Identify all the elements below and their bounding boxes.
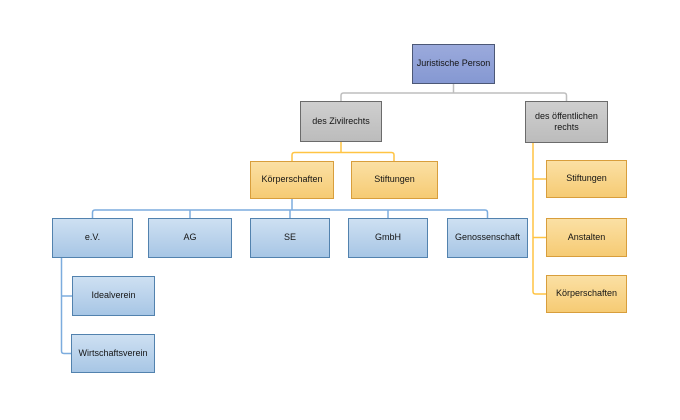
node-koerperschaften-zivil[interactable]: Körperschaften — [250, 161, 334, 199]
node-ev[interactable]: e.V. — [52, 218, 133, 258]
node-juristische-person[interactable]: Juristische Person — [412, 44, 495, 84]
node-genossenschaft[interactable]: Genossenschaft — [447, 218, 528, 258]
node-wirtschaftsverein[interactable]: Wirtschaftsverein — [71, 334, 155, 373]
node-se[interactable]: SE — [250, 218, 330, 258]
node-stiftungen-zivil[interactable]: Stiftungen — [351, 161, 438, 199]
connector-oeffentlich-spine — [532, 143, 546, 295]
node-gmbh[interactable]: GmbH — [348, 218, 428, 258]
connector-ev-spine — [60, 258, 71, 355]
connector-zivilrecht-branch — [291, 151, 395, 161]
node-idealverein[interactable]: Idealverein — [72, 276, 155, 316]
node-anstalten[interactable]: Anstalten — [546, 218, 627, 257]
connector-root-branch — [340, 92, 568, 101]
node-koerperschaften-oeffentlich[interactable]: Körperschaften — [546, 275, 627, 313]
node-des-oeffentlichen-rechts[interactable]: des öffentlichen rechts — [525, 101, 608, 143]
node-stiftungen-oeffentlich[interactable]: Stiftungen — [546, 160, 627, 198]
node-ag[interactable]: AG — [148, 218, 232, 258]
node-des-zivilrechts[interactable]: des Zivilrechts — [300, 101, 382, 142]
